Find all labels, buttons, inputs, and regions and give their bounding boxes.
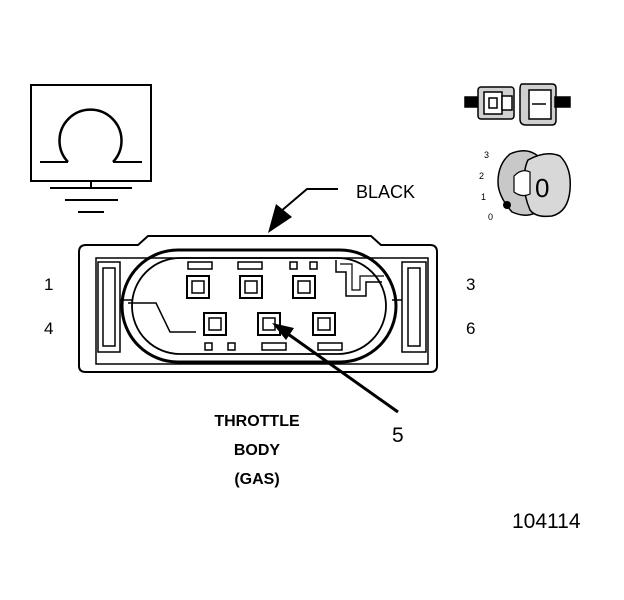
cavity-pin-1 bbox=[186, 275, 210, 299]
cavity-pin-5 bbox=[257, 312, 281, 336]
position-scale-0: 0 bbox=[488, 212, 493, 222]
ground-icon bbox=[50, 181, 132, 213]
pin-label-5: 5 bbox=[392, 424, 404, 447]
left-latch bbox=[97, 261, 132, 353]
connector-position-indicator-icon: 0 3 2 1 0 bbox=[479, 150, 572, 222]
throttle-position-sensor-omega-symbol-icon bbox=[30, 84, 152, 213]
position-scale-1: 1 bbox=[481, 192, 486, 202]
cavity-pin-3 bbox=[292, 275, 316, 299]
position-marker-label: 0 bbox=[535, 173, 549, 203]
cavity-pin-4 bbox=[203, 312, 227, 336]
wire-color-label: BLACK bbox=[356, 182, 415, 202]
cavity-pin-2 bbox=[239, 275, 263, 299]
position-scale-2: 2 bbox=[479, 171, 484, 181]
pin-label-4: 4 bbox=[44, 319, 53, 338]
connector-face bbox=[78, 235, 438, 373]
position-scale-3: 3 bbox=[484, 150, 489, 160]
wire-color-callout: BLACK bbox=[268, 182, 415, 233]
terminal-cavities bbox=[186, 275, 336, 336]
component-label-line-3: (GAS) bbox=[234, 471, 279, 488]
cavity-pin-6 bbox=[312, 312, 336, 336]
connector-mating-icon bbox=[464, 83, 571, 126]
pin-label-1: 1 bbox=[44, 275, 53, 294]
component-label-line-2: BODY bbox=[234, 442, 281, 459]
figure-number: 104114 bbox=[512, 510, 581, 533]
pin-label-6: 6 bbox=[466, 319, 475, 338]
pin-5-callout-arrow bbox=[272, 323, 399, 414]
component-label-line-1: THROTTLE bbox=[214, 413, 300, 430]
pin-label-3: 3 bbox=[466, 275, 475, 294]
